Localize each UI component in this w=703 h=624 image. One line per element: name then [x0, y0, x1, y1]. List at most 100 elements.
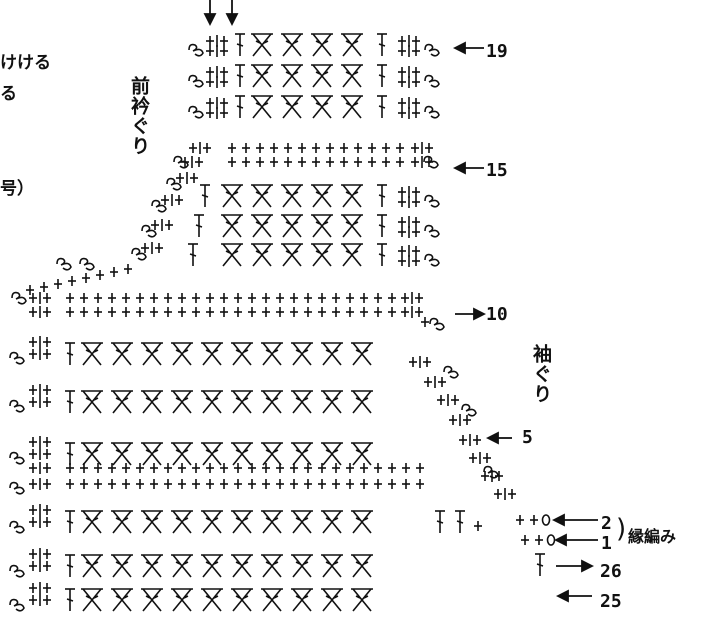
cross-stitch — [172, 588, 192, 612]
cross-stitch — [205, 397, 211, 401]
cross-stitch — [202, 554, 222, 578]
turning-loop — [483, 465, 499, 479]
cross-stitch — [293, 221, 299, 225]
cross-stitch — [232, 442, 252, 466]
cross-stitch — [352, 588, 372, 612]
cross-stitch — [145, 595, 151, 599]
dc-stitch — [201, 194, 209, 198]
cross-stitch — [202, 342, 222, 366]
turning-loop — [79, 257, 95, 271]
cross-stitch — [205, 449, 211, 453]
cross-stitch — [322, 510, 342, 534]
turning-loop — [424, 253, 440, 267]
dc-stitch — [236, 74, 244, 78]
turning-loop — [173, 155, 189, 169]
cross-stitch — [205, 561, 211, 565]
turning-loop — [461, 403, 477, 417]
cross-stitch — [295, 595, 301, 599]
cross-stitch — [172, 342, 192, 366]
dc-stitch — [378, 194, 386, 198]
cross-stitch — [262, 442, 282, 466]
cross-stitch — [303, 397, 309, 401]
cross-stitch — [323, 71, 329, 75]
cross-stitch — [252, 214, 272, 238]
cross-stitch — [252, 243, 272, 267]
dc-stitch — [378, 224, 386, 228]
front-neck-label: 前衿ぐり — [128, 76, 150, 156]
turning-loop — [9, 598, 25, 612]
cross-stitch — [273, 349, 279, 353]
dc-stitch — [378, 105, 386, 109]
cross-stitch — [322, 390, 342, 414]
cross-stitch — [183, 349, 189, 353]
cross-stitch — [303, 349, 309, 353]
cross-stitch — [172, 510, 192, 534]
cross-stitch — [303, 561, 309, 565]
dc-stitch — [66, 352, 74, 356]
row-number-5: 5 — [522, 427, 533, 448]
cross-stitch — [325, 517, 331, 521]
cross-stitch — [85, 349, 91, 353]
cross-stitch — [273, 517, 279, 521]
cross-stitch — [145, 449, 151, 453]
turning-loop — [423, 155, 439, 169]
turning-loop — [9, 351, 25, 365]
cross-stitch — [233, 191, 239, 195]
cross-stitch — [292, 342, 312, 366]
cross-stitch — [142, 442, 162, 466]
cross-stitch — [363, 449, 369, 453]
cross-stitch — [355, 397, 361, 401]
cross-stitch — [282, 214, 302, 238]
edging-row-2: 2 — [601, 513, 612, 534]
cross-stitch — [222, 243, 242, 267]
cross-stitch — [285, 250, 291, 254]
cross-stitch — [235, 561, 241, 565]
cross-stitch — [323, 40, 329, 44]
cross-stitch — [342, 64, 362, 88]
cross-stitch — [285, 221, 291, 225]
turning-loop — [166, 177, 182, 191]
cross-stitch — [85, 595, 91, 599]
cross-stitch — [82, 588, 102, 612]
row-arrow-head — [452, 161, 466, 175]
cross-stitch — [153, 449, 159, 453]
row-number-25: 25 — [600, 591, 622, 612]
cross-stitch — [213, 397, 219, 401]
turning-loop — [131, 247, 147, 261]
cross-stitch — [363, 561, 369, 565]
cross-stitch — [243, 349, 249, 353]
cross-stitch — [243, 561, 249, 565]
cross-stitch — [235, 517, 241, 521]
cross-stitch — [342, 95, 362, 119]
cross-stitch — [82, 342, 102, 366]
cross-stitch — [112, 554, 132, 578]
cross-stitch — [333, 517, 339, 521]
cross-stitch — [333, 449, 339, 453]
cross-stitch — [363, 517, 369, 521]
cross-stitch — [225, 221, 231, 225]
dc-stitch — [436, 520, 444, 524]
cross-stitch — [235, 349, 241, 353]
cross-stitch — [273, 595, 279, 599]
cross-stitch — [322, 442, 342, 466]
cross-stitch — [352, 342, 372, 366]
cross-stitch — [355, 595, 361, 599]
cross-stitch — [262, 588, 282, 612]
row-arrow-head — [225, 13, 239, 27]
cross-stitch — [285, 71, 291, 75]
cross-stitch — [345, 40, 351, 44]
cross-stitch — [115, 449, 121, 453]
cross-stitch — [93, 397, 99, 401]
cross-stitch — [205, 517, 211, 521]
cross-stitch — [235, 397, 241, 401]
cross-stitch — [153, 397, 159, 401]
cross-stitch — [333, 595, 339, 599]
cross-stitch — [282, 33, 302, 57]
cross-stitch — [285, 102, 291, 106]
cross-stitch — [252, 64, 272, 88]
turning-loop — [424, 224, 440, 238]
row-arrow-head — [581, 559, 595, 573]
row-arrow-head — [203, 13, 217, 27]
row-arrows — [203, 0, 598, 603]
cross-stitch — [172, 554, 192, 578]
